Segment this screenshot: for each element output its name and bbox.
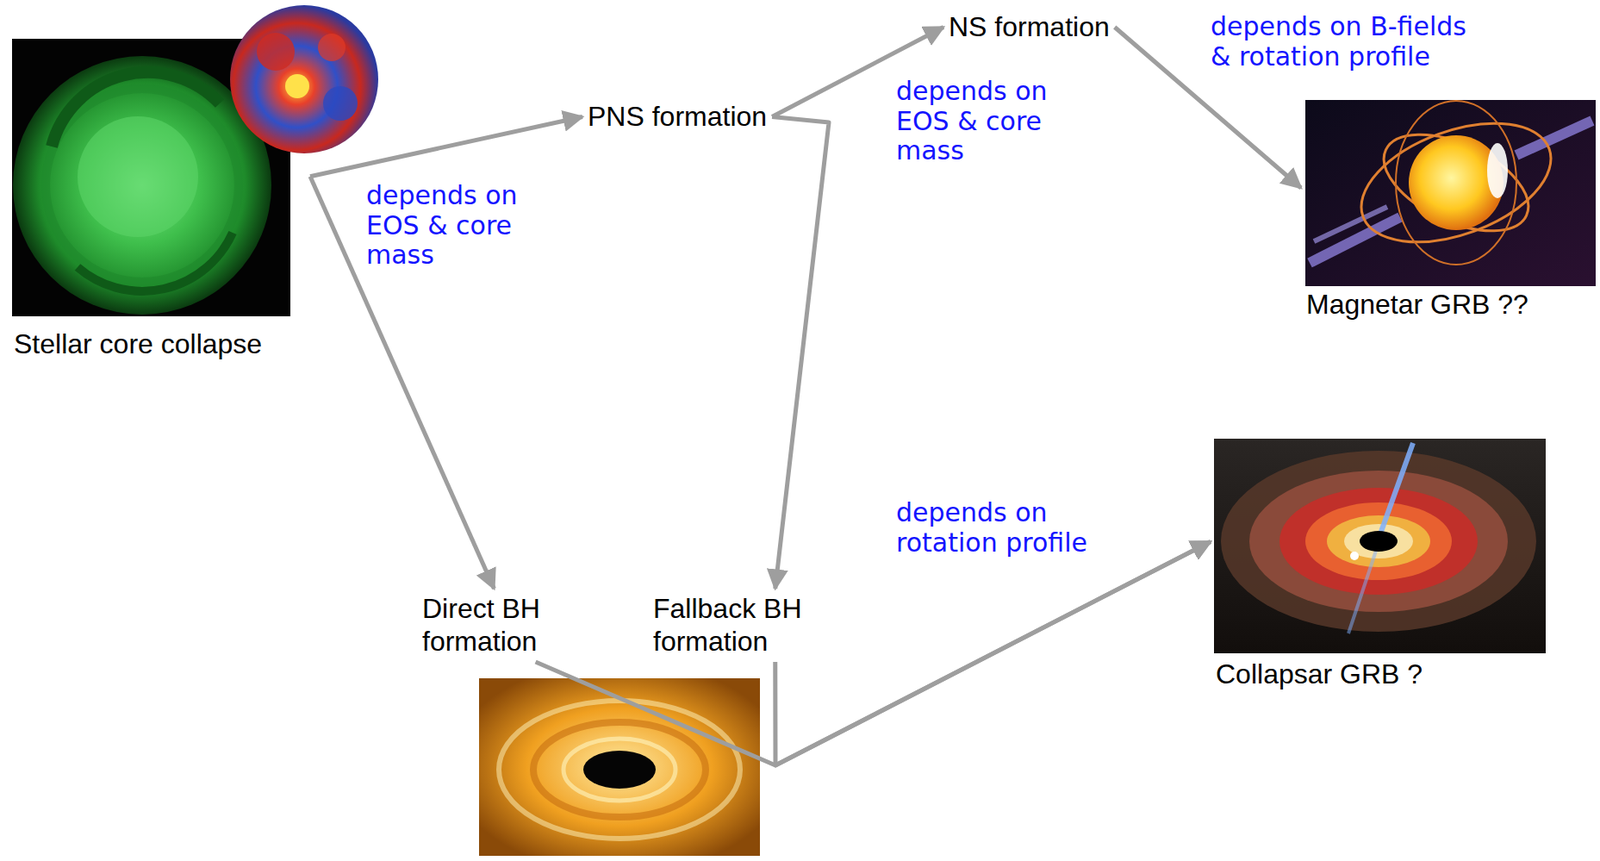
node-text: Magnetar GRB ?? [1306,287,1591,321]
flow-arrow [775,541,1211,766]
bh-swirl [533,722,706,817]
flow-arrow [771,117,829,590]
condition-note: depends on EOS & core mass [896,76,1069,167]
disk-ring [1249,470,1508,612]
jet [1378,442,1414,539]
field-line [1395,100,1517,265]
supernova-sphere [230,5,379,154]
companion-star [1350,551,1359,561]
collapse-swirl [77,232,233,292]
sphere-blob [256,32,295,71]
node-text: Collapsar GRB ? [1215,657,1546,691]
condition-note: depends on B-fields & rotation profile [1210,12,1482,72]
node-text: Fallback BH formation [653,591,813,659]
sphere-core [285,74,310,99]
black-hole [1359,530,1398,552]
stage-label: Direct BH formation [417,588,566,662]
collapse-center [77,116,199,237]
field-line [1344,99,1567,265]
node-text: Direct BH formation [422,591,561,659]
collapse-shell [45,88,239,282]
magnetar-flare [1487,143,1508,199]
stage-label: NS formation [943,6,1115,48]
outcome-node: Magnetar GRB ?? [1301,96,1596,325]
magnetar-panel [1305,99,1596,287]
outcome-node: Collapsar GRB ? [1210,435,1551,695]
disk-ring [1326,515,1431,567]
condition-note: depends on rotation profile [896,498,1129,558]
node-text: NS formation [948,10,1110,44]
condition-note: depends on EOS & core mass [366,180,539,271]
sphere-blob [317,33,346,62]
magnetar-streak [1516,120,1593,156]
magnetar-streak [1313,206,1388,242]
disk-ring [1279,487,1478,595]
node-text: PNS formation [587,99,767,133]
disk-ring [1220,450,1537,632]
stage-label: PNS formation [582,96,772,137]
bh-swirl [563,738,676,801]
collapsar-panel [1214,438,1546,654]
sphere-blob [323,86,358,121]
node-text: Stellar core collapse [13,327,306,361]
bh-panel [479,678,760,856]
bh-swirl [498,700,741,839]
disk-ring [1305,502,1452,580]
flow-arrow [310,117,583,177]
black-hole [583,750,656,789]
stage-label: Fallback BH formation [647,588,818,662]
jet [1348,542,1379,634]
collapse-node: Stellar core collapse [8,34,311,365]
flow-arrow [535,541,1211,766]
